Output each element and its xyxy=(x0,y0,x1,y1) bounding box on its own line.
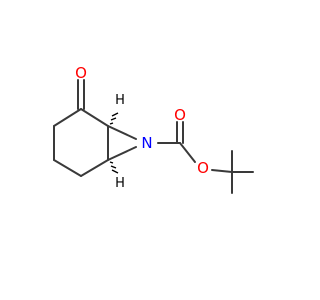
molecule-structure: O N O O H H xyxy=(53,64,254,194)
ester-carbonyl-oxygen-label: O xyxy=(174,106,186,124)
aziridine-bond-bottom xyxy=(107,146,137,161)
hash-top-2 xyxy=(110,117,117,121)
ester-single-bond xyxy=(179,142,196,163)
stereo-h-bottom-label: H xyxy=(115,176,125,191)
bond-layer xyxy=(53,79,254,194)
hash-top-3 xyxy=(111,112,119,117)
ring-bond-c1-c6 xyxy=(53,108,82,127)
hash-bottom-1 xyxy=(109,161,114,164)
aziridine-bond-top xyxy=(107,125,137,140)
hash-bottom-2 xyxy=(110,165,117,169)
ketone-oxygen-label: O xyxy=(75,64,87,82)
ring-bond-c4-c3 xyxy=(80,159,109,177)
nitrogen-label: N xyxy=(141,134,152,152)
ring-bond-c5-c4 xyxy=(53,159,82,177)
ester-ether-oxygen-label: O xyxy=(197,159,209,177)
stereo-h-top-label: H xyxy=(115,93,125,108)
stereo-hash-layer xyxy=(109,112,119,174)
o-tbu-bond xyxy=(211,169,233,173)
hash-bottom-3 xyxy=(111,169,119,174)
ring-bond-c1-c2 xyxy=(80,108,109,127)
hash-top-1 xyxy=(109,122,114,125)
